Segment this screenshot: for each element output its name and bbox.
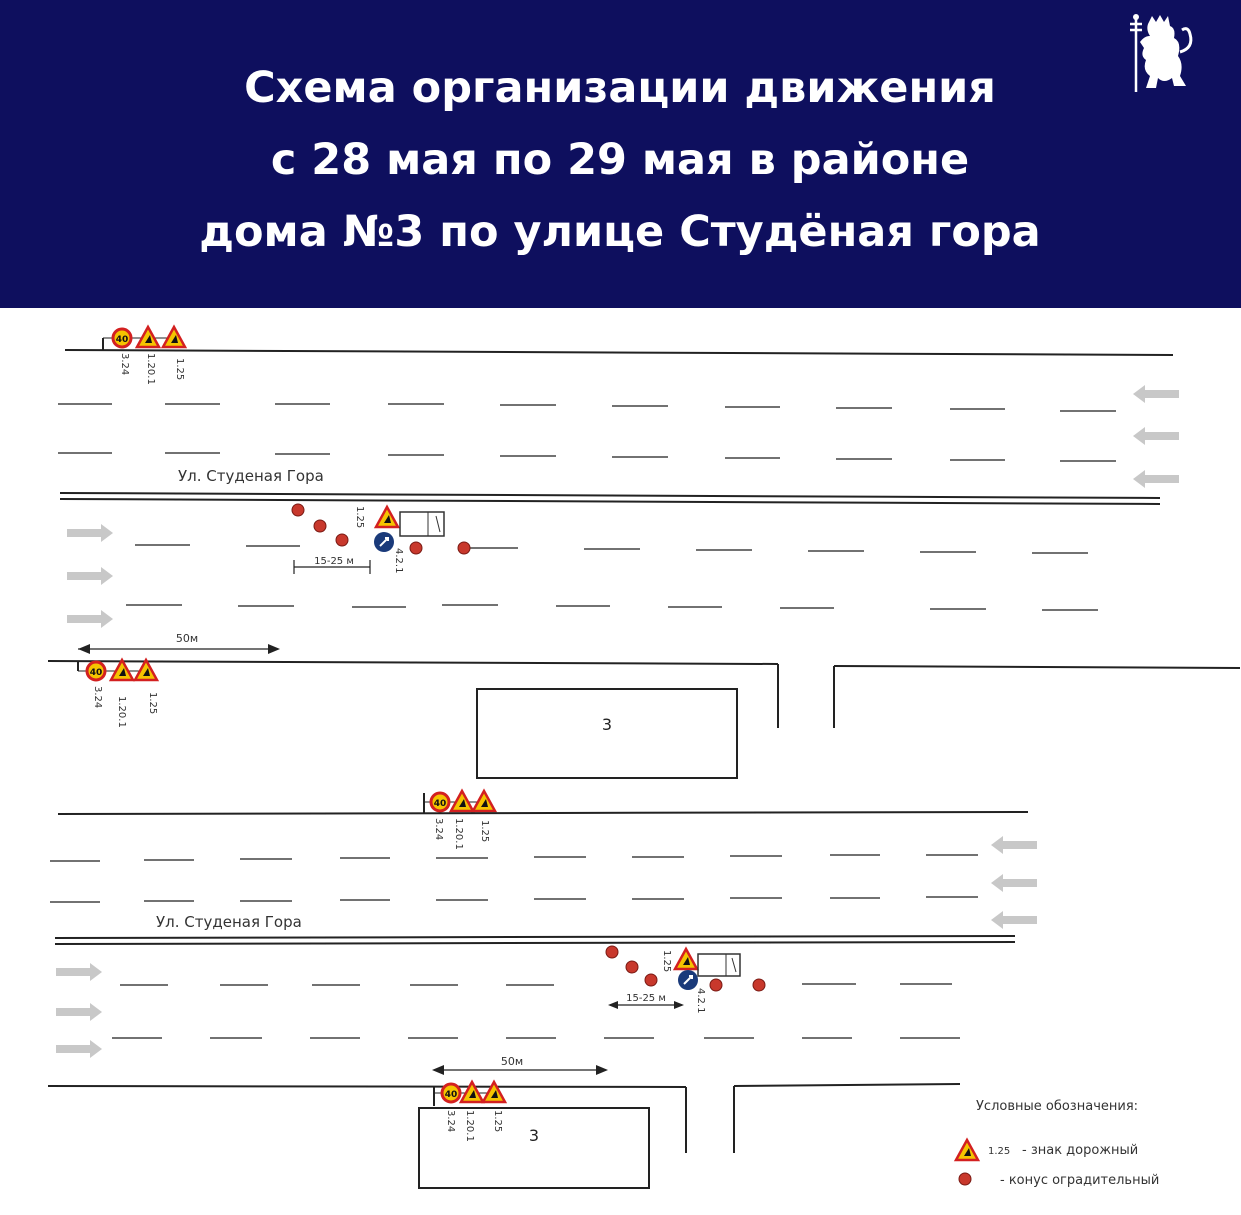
svg-text:4.2.1: 4.2.1 [393, 548, 404, 573]
traffic-arrow-left [1133, 385, 1179, 403]
svg-text:1.25: 1.25 [661, 950, 672, 972]
traffic-arrow-right [56, 963, 102, 981]
traffic-cone-icon [335, 533, 349, 547]
traffic-cone-icon [644, 973, 658, 987]
building-number-lower: 3 [529, 1126, 539, 1145]
road-works-sign-icon [161, 325, 187, 349]
svg-text:3.24: 3.24 [119, 353, 130, 375]
road-works-sign-icon [954, 1138, 980, 1162]
building-upper [476, 688, 738, 779]
street-label-upper: Ул. Студеная Гора [178, 467, 324, 485]
svg-text:1.20.1: 1.20.1 [116, 696, 127, 728]
svg-text:1.25: 1.25 [147, 692, 158, 714]
traffic-arrow-left [991, 836, 1037, 854]
road-narrows-sign-icon [135, 325, 161, 349]
upper-scheme: Ул. Студеная Гора 3 [47, 325, 1241, 779]
traffic-arrow-right [67, 567, 113, 585]
work-zone-distance: 15-25 м [314, 556, 354, 567]
svg-text:4.2.1: 4.2.1 [695, 988, 706, 1013]
sign-group: 3.24 1.20.1 1.25 [433, 1080, 507, 1142]
svg-text:1.25: 1.25 [479, 820, 490, 842]
legend: Условные обозначения: 1.25 - знак дорожн… [954, 1099, 1159, 1188]
svg-text:1.20.1: 1.20.1 [453, 818, 464, 850]
traffic-cone-icon [409, 541, 423, 555]
page-title: Схема организации движения с 28 мая по 2… [60, 52, 1180, 268]
traffic-cone-icon [291, 503, 305, 517]
svg-text:1.25: 1.25 [174, 358, 185, 380]
title-line-2: с 28 мая по 29 мая в районе [270, 135, 970, 185]
traffic-arrow-left [1133, 470, 1179, 488]
direction-sign-icon [373, 531, 395, 553]
street-label-lower: Ул. Студеная Гора [156, 913, 302, 931]
svg-text:3.24: 3.24 [92, 686, 103, 708]
road-works-sign-icon [374, 505, 400, 529]
road-works-sign-icon [481, 1080, 507, 1104]
svg-text:1.20.1: 1.20.1 [145, 353, 156, 385]
traffic-arrow-right [67, 610, 113, 628]
traffic-arrow-left [991, 911, 1037, 929]
lion-coat-of-arms-icon [1130, 14, 1193, 92]
work-vehicle [399, 511, 445, 537]
speed-limit-sign-icon [111, 327, 133, 349]
distance-marker: 50м [78, 632, 280, 654]
title-line-1: Схема организации движения [244, 63, 996, 113]
legend-cone-text: - конус оградительный [1000, 1173, 1159, 1188]
direction-sign-icon [677, 969, 699, 991]
road-works-sign-icon [471, 789, 497, 813]
work-zone: 1.25 4.2.1 15-25 м [605, 945, 766, 1013]
traffic-cone-icon [752, 978, 766, 992]
traffic-arrow-right [56, 1040, 102, 1058]
building-lower [418, 1107, 650, 1189]
svg-text:3.24: 3.24 [445, 1110, 456, 1132]
traffic-cone-icon [605, 945, 619, 959]
traffic-cone-icon [709, 978, 723, 992]
speed-limit-sign-icon [85, 660, 107, 682]
svg-text:1.25: 1.25 [354, 506, 365, 528]
work-zone: 1.25 4.2.1 15-25 м [291, 503, 471, 574]
road-narrows-sign-icon [449, 789, 475, 813]
svg-text:1.20.1: 1.20.1 [464, 1110, 475, 1142]
road-works-sign-icon [133, 658, 159, 682]
legend-title: Условные обозначения: [976, 1099, 1138, 1114]
lower-scheme: 3.24 1.20.1 1.25 Ул. Студеная Гора [47, 789, 1037, 1189]
speed-limit-sign-icon [440, 1082, 462, 1104]
title-line-3: дома №3 по улице Студёная гора [199, 207, 1041, 257]
header-banner: Схема организации движения с 28 мая по 2… [0, 0, 1241, 308]
svg-text:50м: 50м [501, 1055, 523, 1068]
traffic-arrow-right [67, 524, 113, 542]
road-narrows-sign-icon [459, 1080, 485, 1104]
svg-text:50м: 50м [176, 632, 198, 645]
sign-group: 3.24 1.20.1 1.25 [77, 658, 159, 728]
svg-text:3.24: 3.24 [433, 818, 444, 840]
traffic-arrow-right [56, 1003, 102, 1021]
road-narrows-sign-icon [109, 658, 135, 682]
traffic-arrow-left [1133, 427, 1179, 445]
legend-sign-text: - знак дорожный [1022, 1143, 1138, 1158]
svg-text:15-25 м: 15-25 м [626, 993, 666, 1004]
legend-sign-code: 1.25 [988, 1146, 1010, 1157]
traffic-scheme: 40 Ул. Студеная Гора [0, 308, 1241, 1211]
sign-group: 3.24 1.20.1 1.25 [102, 325, 187, 385]
traffic-arrow-left [991, 874, 1037, 892]
traffic-cone-icon [958, 1172, 972, 1186]
traffic-cone-icon [457, 541, 471, 555]
svg-text:1.25: 1.25 [492, 1110, 503, 1132]
sign-group: 3.24 1.20.1 1.25 [423, 789, 497, 850]
traffic-cone-icon [625, 960, 639, 974]
road-works-sign-icon [673, 947, 699, 971]
work-vehicle [697, 953, 741, 977]
building-number-upper: 3 [602, 715, 612, 734]
traffic-cone-icon [313, 519, 327, 533]
distance-marker: 50м [432, 1055, 608, 1075]
speed-limit-sign-icon [429, 791, 451, 813]
